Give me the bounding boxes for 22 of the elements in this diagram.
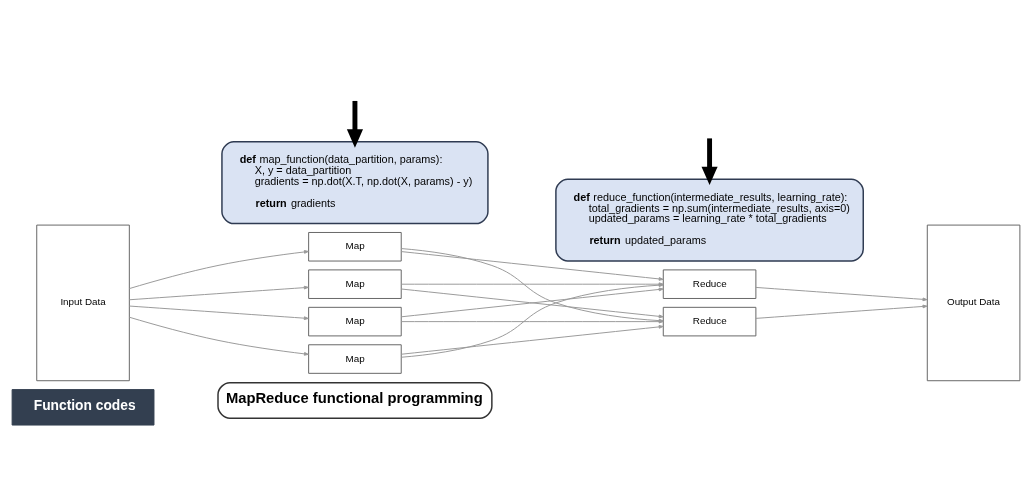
node-box: Output Data <box>926 224 1021 381</box>
arrow <box>755 286 928 301</box>
arrow <box>129 305 309 320</box>
arrow <box>129 316 309 356</box>
node-box: Map <box>308 343 402 374</box>
node-box: def reduce_function(intermediate_results, learning_rate): total_gradients = np.sum(intermediate_results, axis=0) updated_params = learning_rate * total_gradients return updated_params <box>555 178 864 262</box>
arrow <box>346 100 364 148</box>
node-box: Reduce <box>662 306 757 336</box>
arrow <box>400 250 664 281</box>
node-box: Function codes <box>11 388 155 426</box>
node-box: Map <box>308 268 402 299</box>
arrow <box>400 324 664 355</box>
node-box: Map <box>308 231 402 262</box>
arrow <box>129 285 309 300</box>
node-box: Input Data <box>36 224 130 381</box>
arrow <box>701 137 718 185</box>
arrow <box>129 249 309 289</box>
node-box: Reduce <box>662 268 757 299</box>
arrow <box>755 304 928 319</box>
node-box: def map_function(data_partition, params): X, y = data_partition gradients = np.dot(X.T, np.dot(X, params) - y) return gradients <box>221 140 489 224</box>
node-box: MapReduce functional programming <box>217 381 493 419</box>
node-box: Map <box>308 306 402 336</box>
